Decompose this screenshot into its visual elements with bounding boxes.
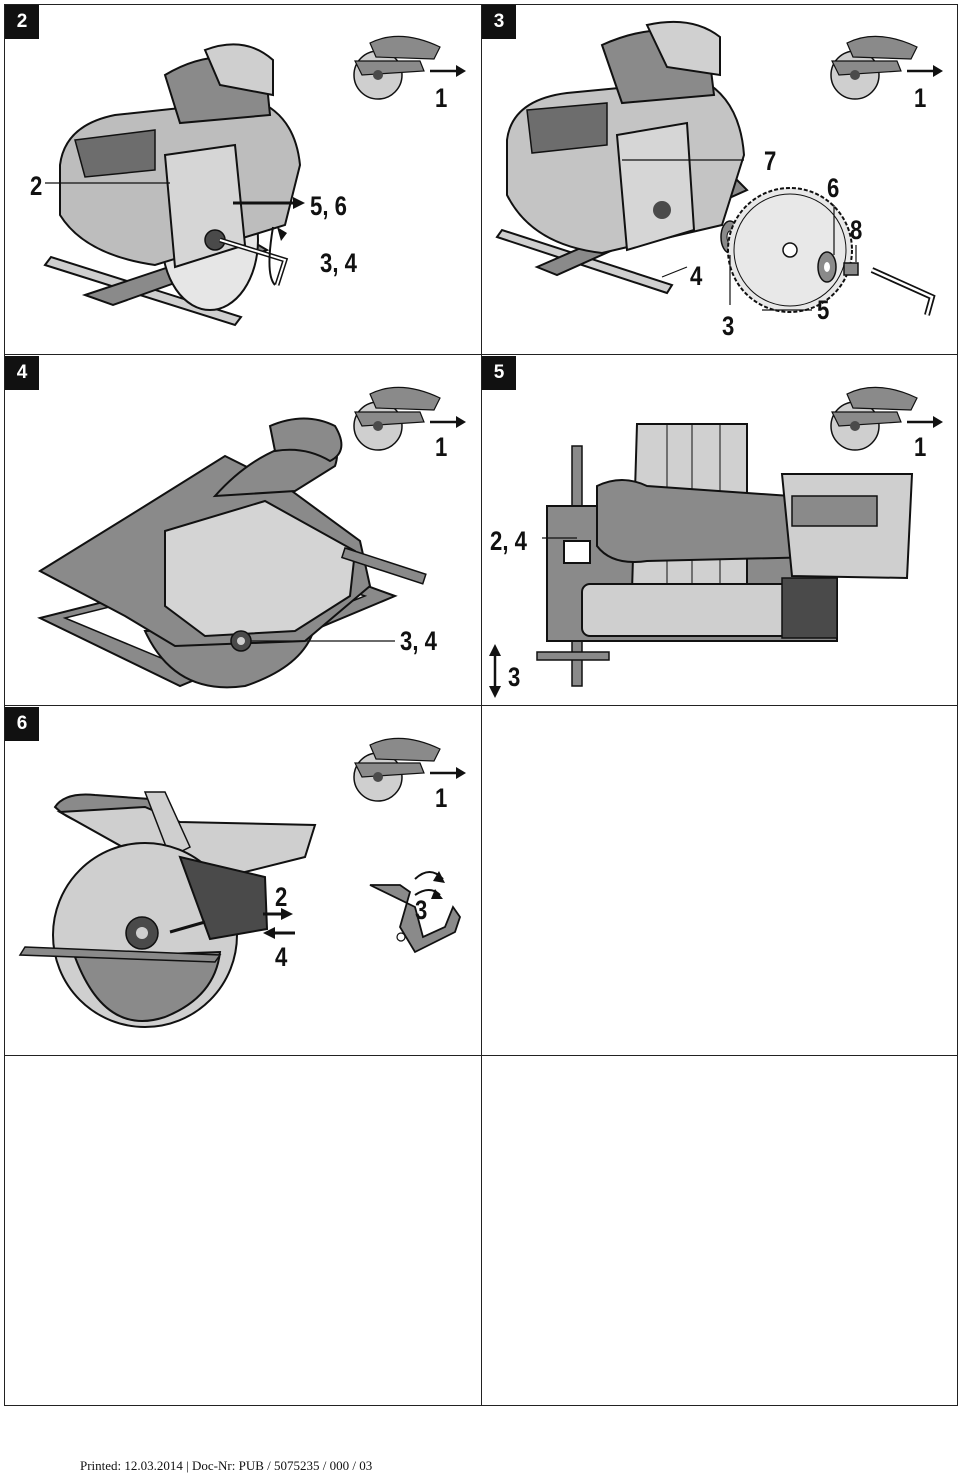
saw-blade-removal-illustration [43, 35, 466, 327]
callout-label: 7 [764, 146, 777, 176]
saw-thumbnail-icon [353, 386, 466, 451]
callout-label: 1 [435, 83, 448, 113]
saw-thumbnail-icon [830, 35, 943, 100]
callout-label: 3 [415, 895, 428, 925]
chip-ejector-illustration [18, 737, 466, 1028]
figure-panel-2: 2 [5, 5, 480, 353]
callout-label: 4 [275, 942, 288, 972]
grid-column-divider [481, 4, 482, 1406]
empty-panel [482, 707, 957, 1054]
callout-label: 1 [435, 783, 448, 813]
panel-number: 5 [482, 356, 516, 390]
figure-panel-6: 6 [5, 707, 480, 1054]
callout-label: 4 [690, 261, 703, 291]
callout-label: 5 [817, 295, 830, 325]
callout-label: 2, 4 [490, 526, 527, 556]
callout-label: 3 [508, 662, 521, 692]
callout-label: 3, 4 [320, 248, 357, 278]
callout-label: 6 [827, 173, 840, 203]
print-footer: Printed: 12.03.2014 | Doc-Nr: PUB / 5075… [80, 1458, 373, 1473]
saw-thumbnail-icon [353, 35, 466, 100]
depth-adjustment-illustration [37, 386, 466, 689]
guide-adjustment-illustration [489, 386, 943, 698]
callout-label: 1 [914, 432, 927, 462]
panel-number: 3 [482, 5, 516, 39]
callout-label: 3, 4 [400, 626, 437, 656]
figure-panel-3: 3 [482, 5, 957, 353]
panel-number: 6 [5, 707, 39, 741]
blade-assembly-exploded-illustration [495, 20, 943, 316]
callout-label: 1 [914, 83, 927, 113]
callout-label: 2 [30, 171, 43, 201]
figure-panel-4: 4 1 3, 4 [5, 356, 480, 704]
callout-label: 2 [275, 882, 288, 912]
panel-number: 4 [5, 356, 39, 390]
empty-panel [5, 1057, 480, 1405]
figure-panel-5: 5 [482, 356, 957, 704]
callout-label: 1 [435, 432, 448, 462]
panel-number: 2 [5, 5, 39, 39]
saw-thumbnail-icon [353, 737, 466, 802]
callout-label: 8 [850, 215, 863, 245]
callout-label: 5, 6 [310, 191, 347, 221]
saw-thumbnail-icon [830, 386, 943, 451]
callout-label: 3 [722, 311, 735, 341]
empty-panel [482, 1057, 957, 1405]
saw-blade-part [727, 187, 853, 313]
